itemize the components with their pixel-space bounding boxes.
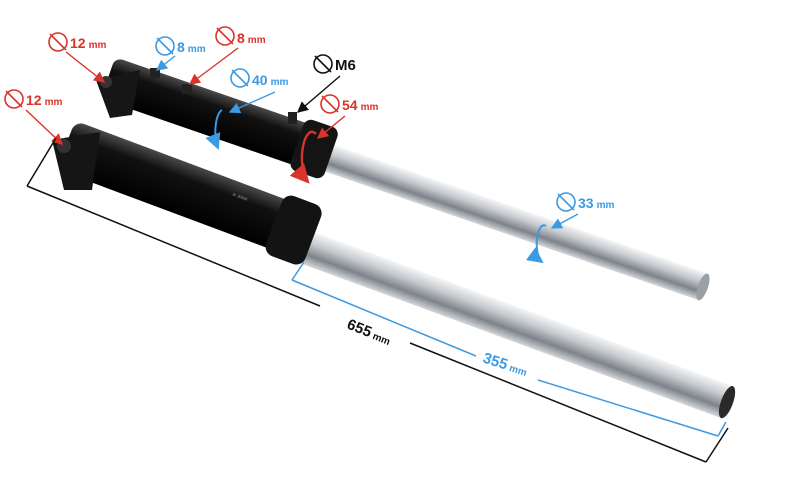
clamp-ring — [205, 109, 223, 150]
dim-line-355-a — [291, 279, 477, 357]
back-fork-leg — [96, 59, 710, 301]
svg-text:655mm: 655mm — [345, 316, 394, 349]
value-12: 12 — [26, 92, 42, 108]
value-40: 40 — [252, 72, 268, 88]
diameter-icon — [556, 192, 576, 212]
unit-mm: mm — [271, 77, 289, 88]
ext-line-left — [26, 137, 57, 187]
value-33: 33 — [578, 195, 594, 211]
svg-text:355mm: 355mm — [481, 350, 530, 380]
ext-line-355-left — [291, 261, 305, 281]
ext-line-355-right — [717, 421, 727, 437]
boss-m6 — [288, 112, 297, 124]
dim-line-655-b — [409, 342, 707, 463]
front-lower-body — [59, 123, 322, 265]
diameter-icon — [313, 54, 333, 74]
back-stanchion — [315, 141, 710, 301]
ext-line-right — [705, 427, 729, 463]
diameter-icon — [155, 36, 175, 56]
value-8: 8 — [177, 39, 185, 55]
unit-mm: mm — [45, 97, 63, 108]
dimension-stanchion-length: 355mm — [291, 261, 727, 437]
seal-ring — [289, 130, 317, 184]
stanchion-ring — [525, 224, 547, 264]
arrow-icon — [296, 75, 341, 113]
diameter-icon — [320, 94, 340, 114]
diameter-icon — [230, 68, 250, 88]
annotation-thread-m6: M6 — [296, 54, 356, 113]
engraving: ≡ ≡≡≡ — [231, 192, 248, 203]
arrow-icon — [155, 55, 176, 71]
arrow-icon — [316, 115, 346, 139]
svg-text:8mm: 8mm — [237, 30, 266, 46]
front-stanchion — [294, 229, 736, 419]
arrow-icon — [65, 51, 106, 83]
value-8: 8 — [237, 30, 245, 46]
unit-mm: mm — [361, 102, 379, 113]
boss-8mm-a — [150, 68, 160, 78]
front-fork-leg: ≡ ≡≡≡ — [52, 123, 736, 419]
value-355: 355 — [481, 350, 510, 374]
arrow-icon — [25, 109, 64, 145]
diameter-icon — [4, 89, 24, 109]
arrow-icon — [550, 213, 579, 229]
unit-mm: mm — [597, 200, 615, 211]
value-54: 54 — [342, 97, 358, 113]
value-m6: M6 — [335, 57, 356, 74]
back-axle-hole — [100, 76, 112, 88]
unit-mm: mm — [248, 35, 266, 46]
arrow-icon — [188, 47, 239, 85]
dim-line-655-a — [26, 185, 321, 307]
diameter-icon — [48, 32, 68, 52]
dim-line-355-b — [537, 379, 719, 437]
value-655: 655 — [345, 316, 375, 341]
boss-8mm-b — [182, 84, 192, 94]
unit-mm: mm — [188, 44, 206, 55]
arrow-icon — [228, 91, 276, 114]
svg-text:8mm: 8mm — [177, 39, 206, 55]
unit-mm: mm — [89, 40, 107, 51]
diameter-icon — [215, 26, 235, 46]
unit-mm: mm — [371, 331, 392, 348]
value-12: 12 — [70, 35, 86, 51]
unit-mm: mm — [508, 363, 528, 379]
